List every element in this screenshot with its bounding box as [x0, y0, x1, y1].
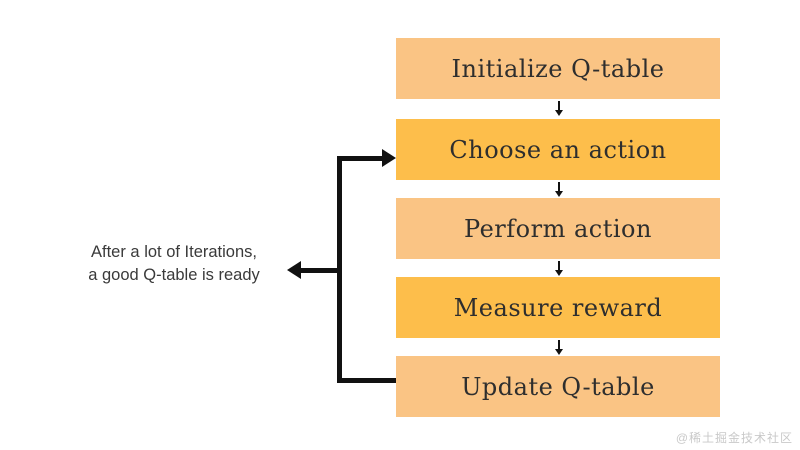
right-arrow-head-icon [382, 149, 396, 167]
watermark-text: @稀土掘金技术社区 [675, 431, 793, 445]
iterations-caption: After a lot of Iterations, a good Q-tabl… [59, 241, 289, 288]
down-arrow-icon [552, 340, 566, 355]
step-choose-an-action: Choose an action [396, 119, 720, 180]
loop-branch-line [299, 268, 338, 273]
down-arrow-icon [552, 101, 566, 116]
loop-line-top [337, 156, 383, 161]
step-label: Update Q-table [461, 372, 655, 401]
left-arrow-head-icon [287, 261, 301, 279]
down-arrow-head [555, 270, 563, 276]
down-arrow-head [555, 191, 563, 197]
loop-line-vertical [337, 156, 342, 383]
down-arrow-icon [552, 261, 566, 276]
caption-line-2: a good Q-table is ready [88, 266, 260, 285]
down-arrow-shaft [558, 182, 560, 191]
step-label: Choose an action [449, 135, 667, 164]
caption-line-1: After a lot of Iterations, [91, 243, 257, 261]
step-update-q-table: Update Q-table [396, 356, 720, 417]
step-initialize-q-table: Initialize Q-table [396, 38, 720, 99]
down-arrow-head [555, 110, 563, 116]
step-perform-action: Perform action [396, 198, 720, 259]
step-label: Measure reward [453, 293, 663, 322]
down-arrow-icon [552, 182, 566, 197]
down-arrow-shaft [558, 261, 560, 270]
down-arrow-head [555, 349, 563, 355]
step-label: Perform action [464, 214, 652, 243]
down-arrow-shaft [558, 340, 560, 349]
step-label: Initialize Q-table [451, 54, 665, 83]
down-arrow-shaft [558, 101, 560, 110]
loop-line-bottom [337, 378, 396, 383]
step-measure-reward: Measure reward [396, 277, 720, 338]
